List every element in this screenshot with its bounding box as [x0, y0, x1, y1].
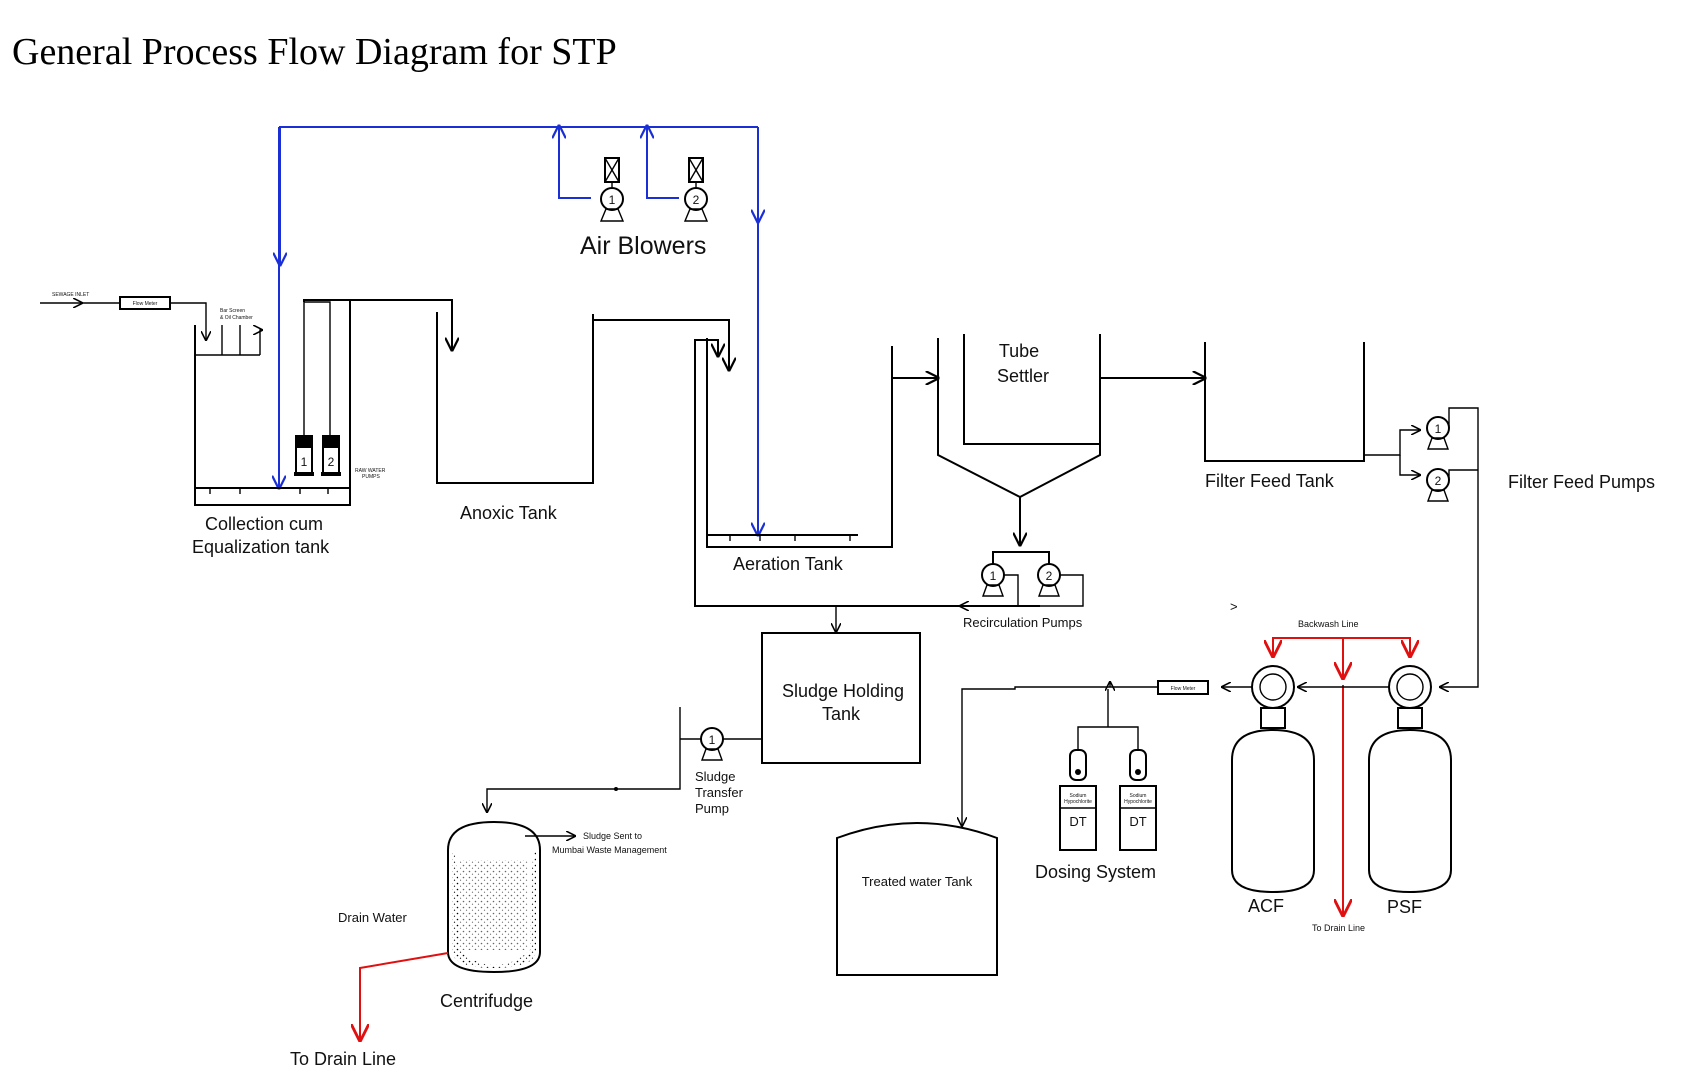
sludge-sent-label: Sludge Sent to: [583, 831, 642, 841]
air-blower-1: 1: [599, 157, 625, 222]
filter-feed-pump-2: 2: [1426, 468, 1450, 502]
svg-text:Equalization tank: Equalization tank: [192, 537, 330, 557]
psf-label: PSF: [1387, 897, 1422, 917]
dosing-system-label: Dosing System: [1035, 862, 1156, 882]
sludge-holding-tank: Sludge Holding Tank: [761, 632, 921, 764]
stray-mark: >: [1230, 599, 1238, 614]
treated-water-tank: Treated water Tank: [836, 822, 998, 976]
aeration-tank-label: Aeration Tank: [733, 554, 844, 574]
centrifudge: Centrifudge: [440, 820, 541, 1011]
sludge-sent-label-2: Mumbai Waste Management: [552, 845, 667, 855]
svg-text:1: 1: [301, 455, 308, 469]
backwash-line: Backwash Line To Drain Line: [1273, 619, 1410, 933]
svg-text:Sodium: Sodium: [1130, 793, 1147, 799]
svg-text:Hypochlorite: Hypochlorite: [1124, 799, 1152, 805]
svg-text:Tank: Tank: [822, 704, 861, 724]
dosing-system: Sodium Hypochlorite Sodium Hypochlorite …: [1035, 689, 1157, 882]
tube-settler: Tube Settler: [937, 334, 1101, 499]
svg-text:Flow Meter: Flow Meter: [133, 301, 158, 307]
svg-text:1: 1: [709, 733, 716, 747]
filter-feed-pumps-label: Filter Feed Pumps: [1508, 472, 1655, 492]
psf-filter: PSF: [1368, 665, 1452, 917]
svg-text:& Oil Chamber: & Oil Chamber: [220, 315, 253, 321]
page-title: General Process Flow Diagram for STP: [12, 31, 617, 73]
sludge-holding-label: Sludge Holding: [782, 681, 904, 701]
svg-text:Sludge: Sludge: [695, 769, 735, 784]
svg-text:To Drain Line: To Drain Line: [1312, 923, 1365, 933]
svg-text:2: 2: [328, 455, 335, 469]
svg-text:DT: DT: [1069, 814, 1086, 829]
sludge-transfer-pump: 1 Sludge Transfer Pump: [695, 727, 744, 816]
svg-text:1: 1: [1435, 422, 1442, 436]
svg-text:Settler: Settler: [997, 366, 1049, 386]
anoxic-tank: Anoxic Tank: [436, 312, 594, 523]
anoxic-tank-label: Anoxic Tank: [460, 503, 558, 523]
svg-text:2: 2: [1046, 569, 1053, 583]
drain-water-line: Drain Water To Drain Line: [290, 910, 449, 1069]
svg-text:Sodium: Sodium: [1070, 793, 1087, 799]
svg-text:Flow Meter: Flow Meter: [1171, 686, 1196, 692]
air-blowers-label: Air Blowers: [580, 232, 706, 260]
svg-text:Hypochlorite: Hypochlorite: [1064, 799, 1092, 805]
recirculation-pump-2: 2: [1037, 563, 1084, 607]
svg-text:Transfer: Transfer: [695, 785, 744, 800]
air-blower-2: 2: [683, 157, 709, 222]
svg-text:1: 1: [609, 193, 616, 207]
svg-text:Drain Water: Drain Water: [338, 910, 408, 925]
acf-filter: ACF: [1231, 665, 1315, 916]
svg-text:2: 2: [693, 193, 700, 207]
centrifudge-label: Centrifudge: [440, 991, 533, 1011]
air-distribution-lines: [279, 126, 758, 535]
svg-text:SEWAGE INLET: SEWAGE INLET: [52, 292, 89, 298]
svg-text:DT: DT: [1129, 814, 1146, 829]
treated-water-tank-label: Treated water Tank: [862, 874, 973, 889]
filter-feed-tank: Filter Feed Tank: [1204, 342, 1365, 491]
collection-tank-label: Collection cum: [205, 514, 323, 534]
filter-feed-pump-1: 1: [1426, 416, 1450, 450]
svg-text:RAW WATER: RAW WATER: [355, 468, 386, 474]
filter-feed-tank-label: Filter Feed Tank: [1205, 471, 1335, 491]
svg-text:1: 1: [990, 569, 997, 583]
treated-flow-meter: Flow Meter: [1157, 680, 1209, 695]
svg-text:Backwash Line: Backwash Line: [1298, 619, 1359, 629]
to-drain-line-label: To Drain Line: [290, 1049, 396, 1069]
aeration-tank: Aeration Tank: [706, 338, 893, 574]
svg-text:2: 2: [1435, 474, 1442, 488]
collection-equalization-tank: Bar Screen & Oil Chamber 1 2 RAW WATER P…: [192, 300, 386, 557]
acf-label: ACF: [1248, 896, 1284, 916]
svg-text:Bar Screen: Bar Screen: [220, 308, 245, 314]
sewage-inlet: SEWAGE INLET Flow Meter: [40, 292, 206, 340]
svg-text:PUMPS: PUMPS: [362, 474, 380, 480]
svg-text:Pump: Pump: [695, 801, 729, 816]
recirculation-pumps-label: Recirculation Pumps: [963, 615, 1083, 630]
tube-settler-label: Tube: [999, 341, 1039, 361]
recirculation-pump-1: 1: [981, 563, 1019, 606]
